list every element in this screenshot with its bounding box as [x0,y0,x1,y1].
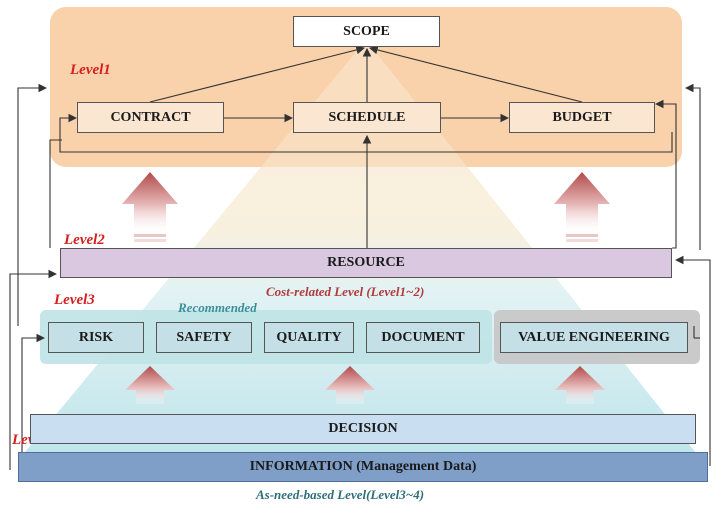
schedule-box: SCHEDULE [293,102,441,133]
scope-box: SCOPE [293,16,440,47]
up-arrow-middle-lower [325,366,375,404]
decision-box: DECISION [30,414,696,444]
value-engineering-box: VALUE ENGINEERING [500,322,688,353]
level3-label: Level3 [54,292,95,308]
budget-box: BUDGET [509,102,655,133]
safety-box: SAFETY [156,322,252,353]
document-box: DOCUMENT [366,322,480,353]
quality-box: QUALITY [264,322,354,353]
up-arrow-left-lower [125,366,175,404]
as-need-based-caption: As-need-based Level(Level3~4) [256,487,425,502]
level1-label: Level1 [70,62,111,78]
risk-box: RISK [48,322,144,353]
information-box: INFORMATION (Management Data) [18,452,708,482]
recommended-caption: Recommended [178,300,257,315]
up-arrow-right-upper [554,172,610,242]
cost-related-caption: Cost-related Level (Level1~2) [266,284,425,299]
up-arrow-left-upper [122,172,178,242]
up-arrow-right-lower [555,366,605,404]
level2-label: Level2 [64,232,105,248]
contract-box: CONTRACT [77,102,224,133]
resource-box: RESOURCE [60,248,672,278]
